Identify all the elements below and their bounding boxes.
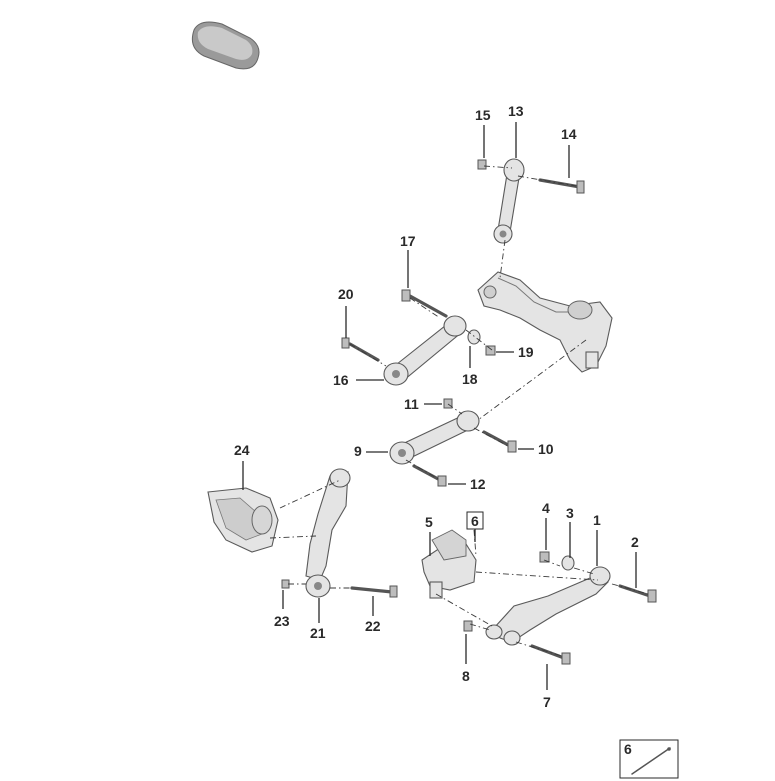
bolt-20 — [341, 337, 380, 362]
inset-part-6: 6 — [619, 739, 679, 779]
callout-9: 9 — [354, 443, 362, 459]
callout-2: 2 — [631, 534, 639, 550]
callout-10: 10 — [538, 441, 554, 457]
callout-21: 21 — [310, 625, 326, 641]
bolt-14 — [538, 178, 585, 194]
washer-18 — [467, 329, 481, 345]
bolt-17 — [401, 289, 448, 318]
subframe-carrier — [477, 271, 613, 373]
callout-22: 22 — [365, 618, 381, 634]
callout-3: 3 — [566, 505, 574, 521]
callout-23: 23 — [274, 613, 290, 629]
callout-5: 5 — [425, 514, 433, 530]
nut-8 — [463, 620, 473, 632]
callout-6: 6 — [471, 513, 479, 529]
leader-lines — [242, 122, 637, 690]
callout-16: 16 — [333, 372, 349, 388]
callout-13: 13 — [508, 103, 524, 119]
washer-3 — [561, 555, 575, 571]
nut-15 — [477, 159, 487, 170]
assembly-lines — [269, 165, 649, 657]
bracket-5 — [421, 529, 477, 599]
callout-24: 24 — [234, 442, 250, 458]
nut-4 — [539, 551, 550, 563]
callout-20: 20 — [338, 286, 354, 302]
bolt-22 — [350, 585, 398, 598]
callout-18: 18 — [462, 371, 478, 387]
callout-19: 19 — [518, 344, 534, 360]
link-arm-9 — [389, 410, 480, 465]
bolt-10 — [482, 430, 517, 453]
callout-8: 8 — [462, 668, 470, 684]
nut-23 — [281, 579, 290, 589]
callout-14: 14 — [561, 126, 577, 142]
bolt-2 — [618, 584, 657, 603]
upper-link-13 — [493, 158, 525, 244]
bolt-7 — [530, 644, 571, 665]
nut-11 — [443, 398, 453, 409]
callout-labels: 13 15 14 17 20 16 18 19 11 9 10 12 24 21… — [234, 103, 639, 710]
callout-15: 15 — [475, 107, 491, 123]
inset-label: 6 — [624, 741, 632, 757]
callout-4: 4 — [542, 500, 550, 516]
nut-19 — [485, 345, 496, 356]
callout-11: 11 — [404, 396, 419, 412]
brand-badge-icon — [191, 21, 260, 70]
link-arm-16 — [383, 315, 467, 386]
callout-12: 12 — [470, 476, 486, 492]
control-arm-1 — [485, 566, 611, 646]
knuckle-arm-21 — [305, 468, 351, 598]
bracket-24 — [207, 487, 279, 553]
callout-17: 17 — [400, 233, 416, 249]
callout-6-box — [466, 511, 484, 530]
callout-7: 7 — [543, 694, 551, 710]
callout-1: 1 — [593, 512, 601, 528]
bolt-12 — [412, 464, 447, 487]
